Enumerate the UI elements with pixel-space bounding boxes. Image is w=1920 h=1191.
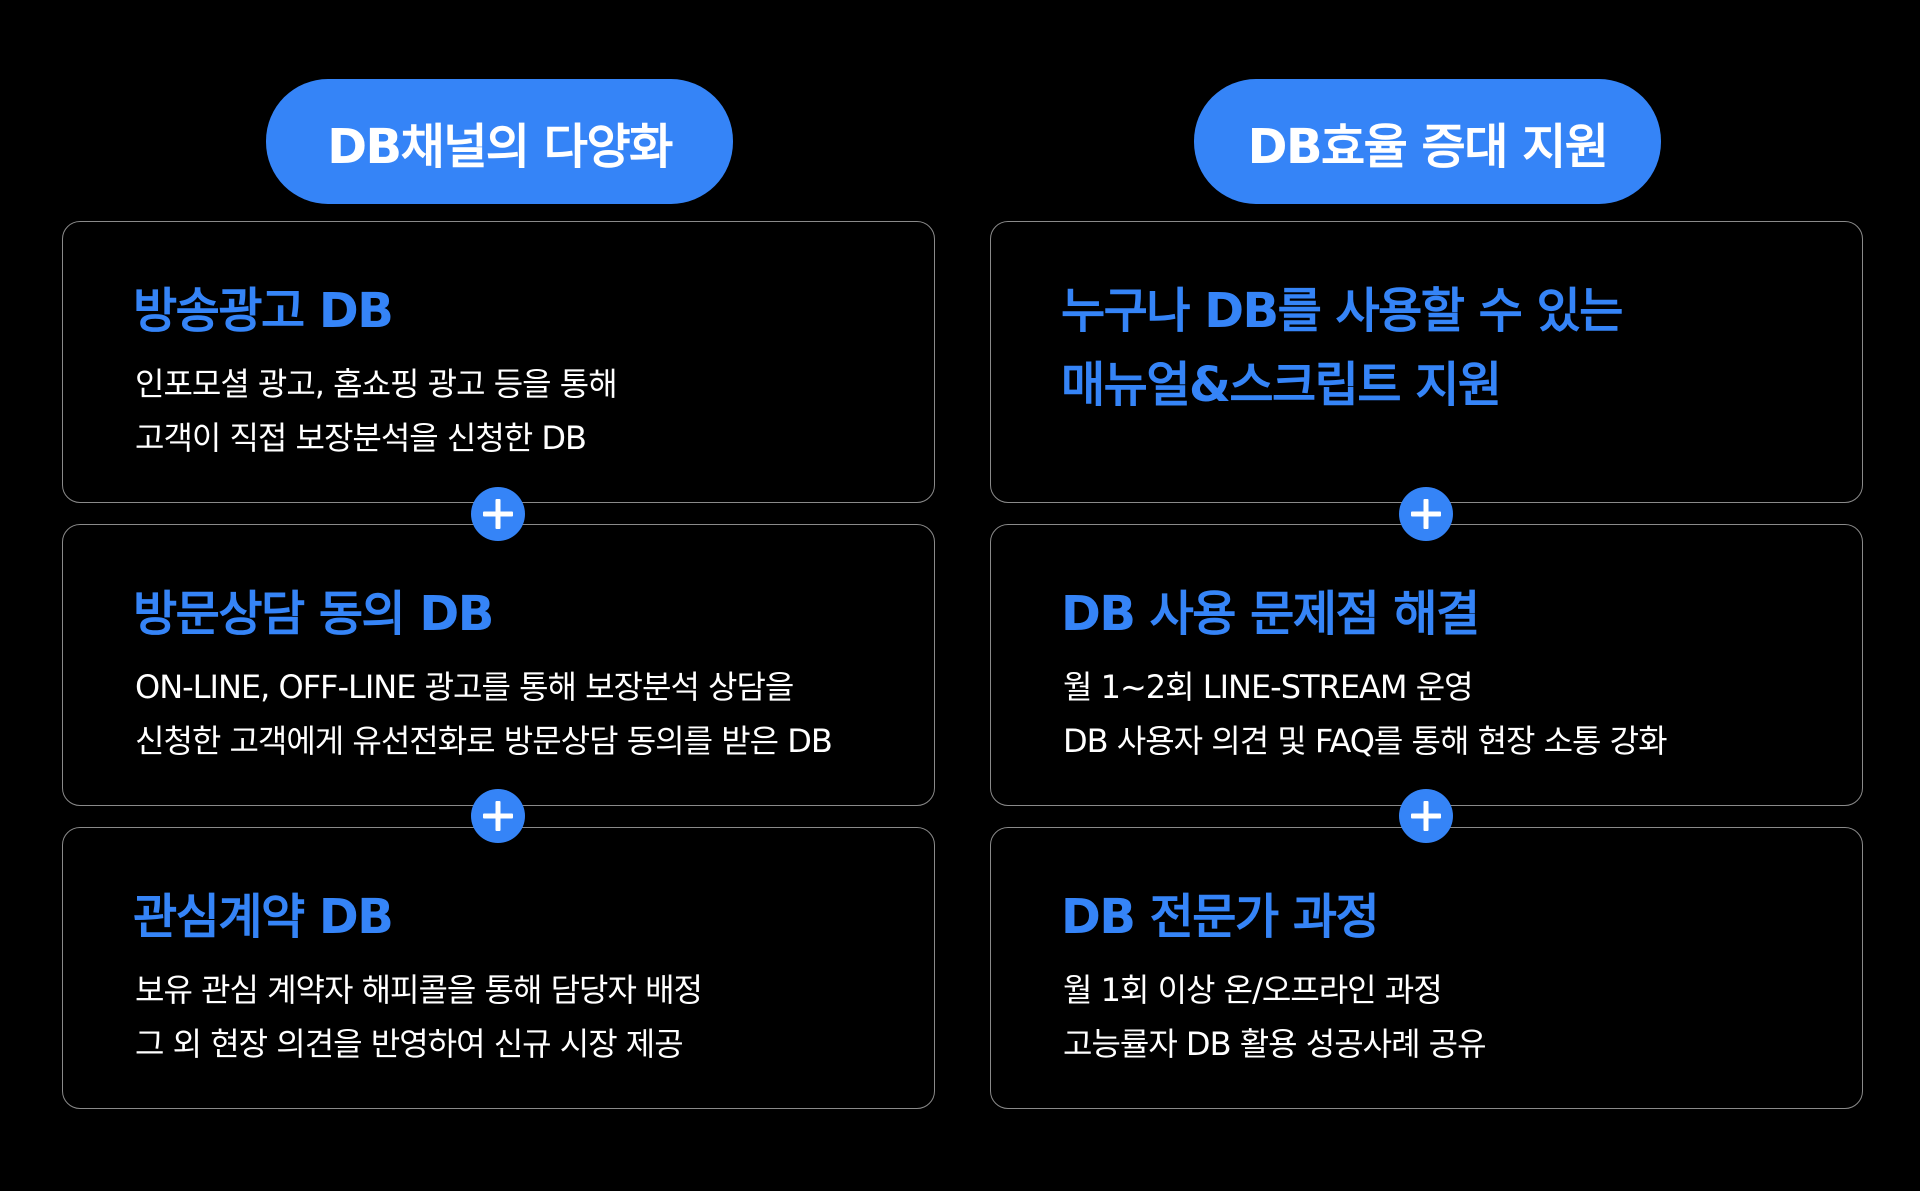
card-description-line: 월 1~2회 LINE-STREAM 운영 <box>1063 668 1474 706</box>
plus-icon <box>471 789 525 843</box>
card-description-line: 월 1회 이상 온/오프라인 과정 <box>1063 971 1443 1009</box>
db-issue-resolution-card: DB 사용 문제점 해결 월 1~2회 LINE-STREAM 운영 DB 사용… <box>990 524 1863 806</box>
card-description: ON-LINE, OFF-LINE 광고를 통해 보장분석 상담을 신청한 고객… <box>135 660 833 768</box>
card-description-line: 고객이 직접 보장분석을 신청한 DB <box>135 419 587 457</box>
card-title: 누구나 DB를 사용할 수 있는 매뉴얼&스크립트 지원 <box>1061 274 1623 422</box>
card-title: 관심계약 DB <box>133 889 394 945</box>
card-description-line: 고능률자 DB 활용 성공사례 공유 <box>1063 1025 1487 1063</box>
card-description-line: 그 외 현장 의견을 반영하여 신규 시장 제공 <box>135 1025 684 1063</box>
card-description-line: DB 사용자 의견 및 FAQ를 통해 현장 소통 강화 <box>1063 722 1668 760</box>
db-expert-course-card: DB 전문가 과정 월 1회 이상 온/오프라인 과정 고능률자 DB 활용 성… <box>990 827 1863 1109</box>
interest-contract-db-card: 관심계약 DB 보유 관심 계약자 해피콜을 통해 담당자 배정 그 외 현장 … <box>62 827 935 1109</box>
card-title: 방문상담 동의 DB <box>133 586 494 642</box>
card-title: DB 사용 문제점 해결 <box>1061 586 1480 642</box>
db-efficiency-support-header: DB효율 증대 지원 <box>1194 79 1661 204</box>
card-description: 보유 관심 계약자 해피콜을 통해 담당자 배정 그 외 현장 의견을 반영하여… <box>135 963 703 1071</box>
card-description-line: 보유 관심 계약자 해피콜을 통해 담당자 배정 <box>135 971 703 1009</box>
card-title-line: 누구나 DB를 사용할 수 있는 <box>1061 283 1623 339</box>
plus-icon <box>1399 789 1453 843</box>
broadcast-ad-db-card: 방송광고 DB 인포모셜 광고, 홈쇼핑 광고 등을 통해 고객이 직접 보장분… <box>62 221 935 503</box>
manual-script-support-card: 누구나 DB를 사용할 수 있는 매뉴얼&스크립트 지원 <box>990 221 1863 503</box>
visit-consultation-db-card: 방문상담 동의 DB ON-LINE, OFF-LINE 광고를 통해 보장분석… <box>62 524 935 806</box>
db-channel-diversification-header: DB채널의 다양화 <box>266 79 733 204</box>
card-title: DB 전문가 과정 <box>1061 889 1380 945</box>
card-description-line: 인포모셜 광고, 홈쇼핑 광고 등을 통해 <box>135 365 618 403</box>
card-description: 월 1~2회 LINE-STREAM 운영 DB 사용자 의견 및 FAQ를 통… <box>1063 660 1668 768</box>
card-title-line: 매뉴얼&스크립트 지원 <box>1061 357 1502 413</box>
card-description: 인포모셜 광고, 홈쇼핑 광고 등을 통해 고객이 직접 보장분석을 신청한 D… <box>135 357 618 465</box>
plus-icon <box>1399 487 1453 541</box>
plus-icon <box>471 487 525 541</box>
card-description-line: 신청한 고객에게 유선전화로 방문상담 동의를 받은 DB <box>135 722 833 760</box>
card-title: 방송광고 DB <box>133 283 394 339</box>
card-description: 월 1회 이상 온/오프라인 과정 고능률자 DB 활용 성공사례 공유 <box>1063 963 1487 1071</box>
card-description-line: ON-LINE, OFF-LINE 광고를 통해 보장분석 상담을 <box>135 668 794 706</box>
